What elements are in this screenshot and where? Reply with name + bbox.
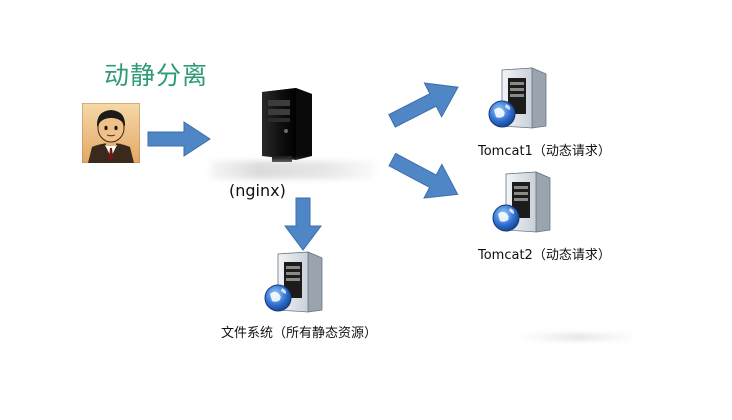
proxy-label: (nginx) <box>229 181 286 200</box>
arrow-user-to-proxy <box>147 121 211 157</box>
arrow-proxy-to-tomcat2 <box>388 152 459 199</box>
web-server-globe-icon <box>488 67 547 129</box>
web-server-globe-icon <box>492 171 551 233</box>
proxy-node <box>256 86 314 168</box>
diagram-title: 动静分离 <box>104 61 209 90</box>
arrow-proxy-to-tomcat1 <box>388 82 459 128</box>
static-store-label: 文件系统（所有静态资源） <box>221 326 378 341</box>
user-avatar-icon <box>81 102 141 164</box>
backend-label-2: Tomcat2（动态请求） <box>478 248 611 263</box>
static-store-node <box>262 250 326 320</box>
web-server-globe-icon <box>264 251 323 313</box>
backend-node-1 <box>486 66 550 136</box>
faint-watermark-strip <box>518 333 638 341</box>
blurred-address-strip <box>210 161 375 179</box>
tower-server-icon <box>262 88 312 162</box>
arrow-proxy-to-static <box>284 197 322 251</box>
backend-label-1: Tomcat1（动态请求） <box>478 144 611 159</box>
user-node <box>81 102 141 167</box>
backend-node-2 <box>490 170 554 240</box>
